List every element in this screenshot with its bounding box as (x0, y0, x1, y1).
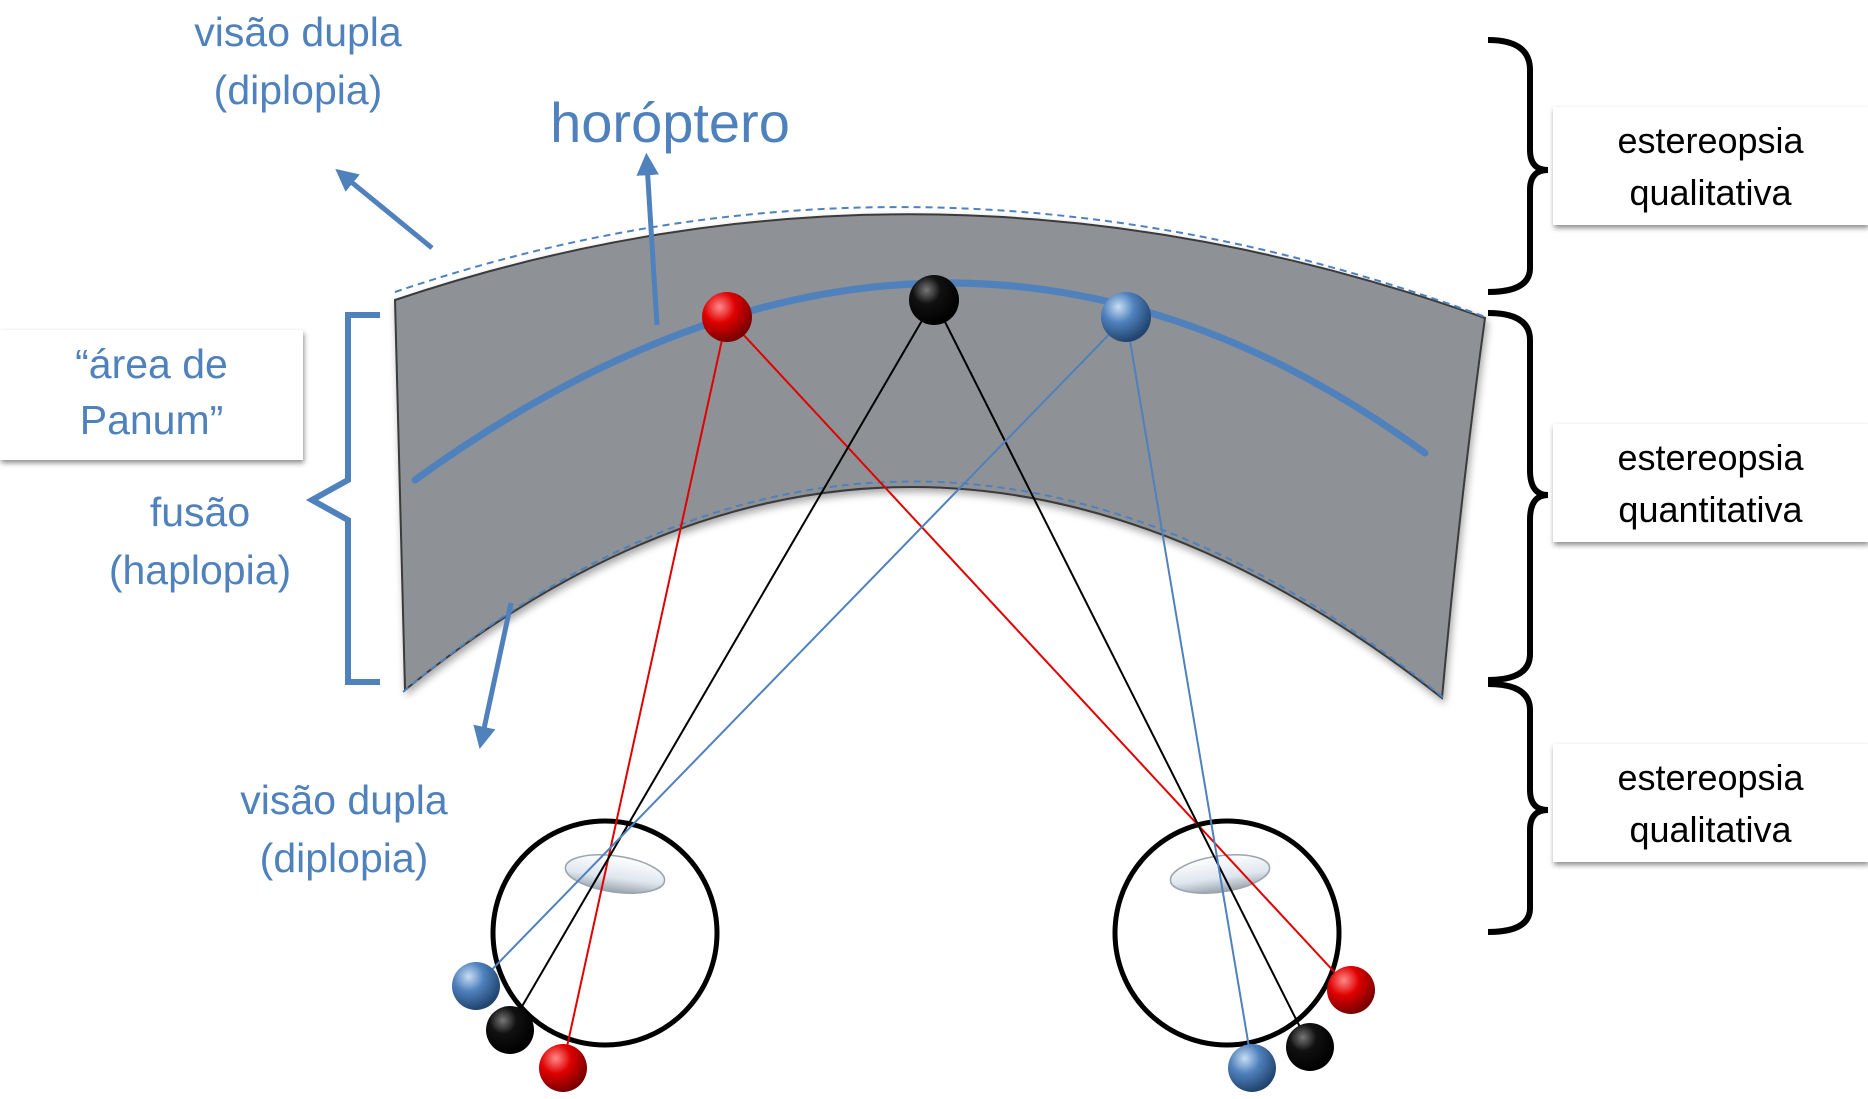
left-eye-blue-image (452, 962, 500, 1010)
right-eye-blue-image (1228, 1044, 1276, 1092)
left-eye-black-image (486, 1006, 534, 1054)
stereo-middle-line1: estereopsia (1617, 437, 1804, 478)
stereo-middle-line2: quantitativa (1618, 489, 1803, 530)
red-line-left (562, 316, 728, 1066)
diplopia-top-arrow (335, 168, 434, 250)
diplopia-bottom-line2: (diplopia) (259, 835, 429, 881)
red-line-right (726, 316, 1352, 991)
left-eye-red-image (539, 1044, 587, 1092)
stereo-bottom-line1: estereopsia (1617, 757, 1804, 798)
blue-line-left (475, 316, 1127, 987)
stereo-top-line1: estereopsia (1617, 120, 1804, 161)
fusion-line2: (haplopia) (108, 547, 292, 593)
blue-line-right (1125, 316, 1253, 1066)
stereo-box-top: estereopsia qualitativa (1553, 107, 1868, 225)
brace-middle (1487, 310, 1549, 683)
blue-point (1101, 292, 1151, 342)
diplopia-top-line1: visão dupla (194, 9, 402, 55)
black-line-right (933, 299, 1311, 1048)
fusion-line1: fusão (149, 489, 251, 535)
black-point (909, 275, 959, 325)
stereo-box-middle: estereopsia quantitativa (1553, 424, 1868, 542)
stereo-box-bottom: estereopsia qualitativa (1553, 744, 1868, 862)
black-line-left (509, 299, 935, 1028)
diplopia-top-line2: (diplopia) (213, 67, 383, 113)
left-eye-lens (564, 854, 666, 894)
panum-label-line1: “área de (75, 341, 228, 387)
stereo-bottom-line2: qualitativa (1629, 809, 1792, 850)
diplopia-bottom-arrow (473, 602, 514, 749)
brace-top (1487, 37, 1549, 295)
horopter-label: horóptero (550, 91, 790, 154)
panum-label-line2: Panum” (79, 397, 224, 443)
right-eye-red-image (1327, 966, 1375, 1014)
red-point (702, 292, 752, 342)
band-lower-dashed-edge (402, 480, 1445, 699)
stereo-top-line2: qualitativa (1629, 172, 1792, 213)
diplopia-bottom-line1: visão dupla (240, 777, 448, 823)
right-eye-black-image (1286, 1023, 1334, 1071)
brace-bottom (1487, 681, 1549, 935)
panum-area-box: “área de Panum” (0, 330, 303, 460)
horopter-arrow (636, 152, 660, 326)
panum-bracket (305, 312, 380, 685)
